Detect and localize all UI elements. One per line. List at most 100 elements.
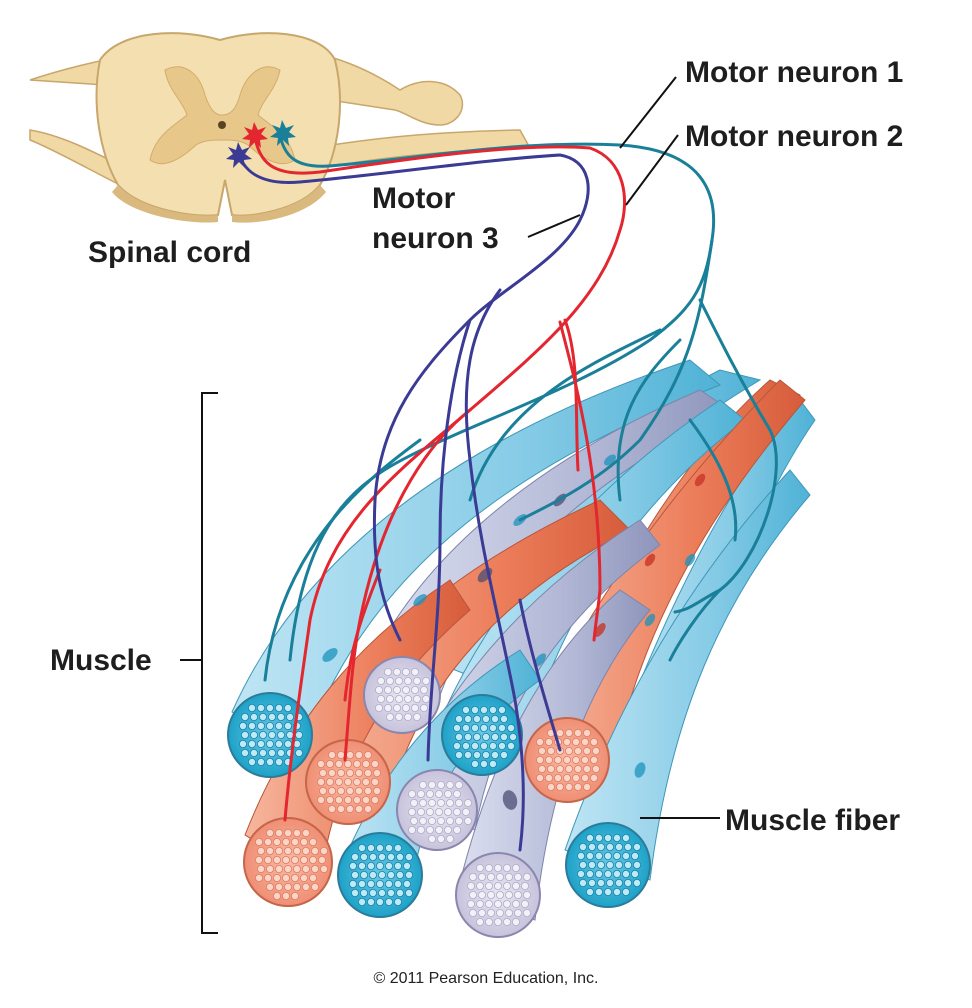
myofibril-dot <box>395 853 404 862</box>
myofibril-dot <box>317 856 326 865</box>
myofibril-dot <box>445 835 454 844</box>
myofibril-dot <box>419 704 428 713</box>
myofibril-dot <box>495 891 504 900</box>
myofibril-dot <box>263 874 272 883</box>
myofibril-dot <box>581 738 590 747</box>
myofibril-dot <box>359 853 368 862</box>
myofibril-dot <box>409 817 418 826</box>
myofibril-dot <box>613 888 622 897</box>
myofibril-dot <box>475 900 484 909</box>
myofibril-dot <box>247 740 256 749</box>
myofibril-dot <box>267 713 276 722</box>
myofibril-dot <box>434 808 443 817</box>
myofibril-dot <box>394 695 403 704</box>
myofibril-dot <box>486 891 495 900</box>
myofibril-dot <box>283 829 292 838</box>
myofibril-dot <box>299 838 308 847</box>
myofibril-dot <box>436 799 445 808</box>
myofibril-dot <box>393 898 402 907</box>
myofibril-dot <box>479 742 488 751</box>
myofibril-dot <box>443 808 452 817</box>
myofibril-dot <box>283 704 292 713</box>
myofibril-dot <box>514 909 523 918</box>
myofibril-dot <box>249 749 258 758</box>
myofibril-dot <box>466 900 475 909</box>
myofibril-dot <box>479 724 488 733</box>
myofibril-dot <box>588 879 597 888</box>
leader-lines <box>180 76 720 934</box>
myofibril-dot <box>470 760 479 769</box>
myofibril-dot <box>377 889 386 898</box>
myofibril-dot <box>316 760 325 769</box>
myofibril-dot <box>563 756 572 765</box>
myofibril-dot <box>468 873 477 882</box>
myofibril-dot <box>374 686 383 695</box>
myofibril-dot <box>486 873 495 882</box>
myofibril-dot <box>613 852 622 861</box>
myofibril-dot <box>247 704 256 713</box>
myofibril-dot <box>357 880 366 889</box>
myofibril-dot <box>468 891 477 900</box>
myofibril-dot <box>354 751 363 760</box>
myofibril-dot <box>283 722 292 731</box>
myofibril-dot <box>283 865 292 874</box>
myofibril-dot <box>604 870 613 879</box>
myofibril-dot <box>386 871 395 880</box>
myofibril-dot <box>366 898 375 907</box>
myofibril-dot <box>395 871 404 880</box>
myofibril-dot <box>477 891 486 900</box>
myofibril-dot <box>493 882 502 891</box>
myofibril-dot <box>318 787 327 796</box>
myofibril-dot <box>545 738 554 747</box>
myofibril-dot <box>512 900 521 909</box>
myofibril-dot <box>370 778 379 787</box>
myofibril-dot <box>407 790 416 799</box>
myofibril-dot <box>412 695 421 704</box>
myofibril-dot <box>256 865 265 874</box>
myofibril-dot <box>425 790 434 799</box>
myofibril-dot <box>463 715 472 724</box>
myofibril-dot <box>436 781 445 790</box>
myofibril-dot <box>254 838 263 847</box>
myofibril-dot <box>477 873 486 882</box>
myofibril-dot <box>265 883 274 892</box>
myofibril-dot <box>514 891 523 900</box>
myofibril-dot <box>461 706 470 715</box>
myofibril-dot <box>484 864 493 873</box>
myofibril-dot <box>281 892 290 901</box>
myofibril-dot <box>350 889 359 898</box>
label-motor-neuron-3-line2: neuron 3 <box>372 222 499 255</box>
myofibril-dot <box>384 898 393 907</box>
myofibril-dot <box>536 774 545 783</box>
myofibril-dot <box>376 695 385 704</box>
myofibril-dot <box>357 862 366 871</box>
myofibril-dot <box>416 826 425 835</box>
myofibril-dot <box>468 909 477 918</box>
myofibril-dot <box>443 790 452 799</box>
myofibril-dot <box>574 729 583 738</box>
myofibril-dot <box>265 704 274 713</box>
myofibril-dot <box>384 880 393 889</box>
myofibril-dot <box>240 731 249 740</box>
myofibril-dot <box>274 758 283 767</box>
myofibril-dot <box>499 715 508 724</box>
myofibril-dot <box>622 852 631 861</box>
myofibril-dot <box>512 882 521 891</box>
myofibril-dot <box>393 844 402 853</box>
myofibril-dot <box>597 879 606 888</box>
myofibril-dot <box>308 856 317 865</box>
myofibril-dot <box>488 724 497 733</box>
myofibril-dot <box>354 787 363 796</box>
myofibril-dot <box>565 747 574 756</box>
myofibril-dot <box>588 861 597 870</box>
myofibril-dot <box>536 738 545 747</box>
myofibril-dot <box>583 783 592 792</box>
myofibril-dot <box>361 796 370 805</box>
myofibril-dot <box>523 873 532 882</box>
myofibril-dot <box>425 826 434 835</box>
myofibril-dot <box>499 733 508 742</box>
myofibril-dot <box>592 765 601 774</box>
myofibril-dot <box>247 722 256 731</box>
myofibril-dot <box>407 826 416 835</box>
myofibril-dot <box>238 722 247 731</box>
